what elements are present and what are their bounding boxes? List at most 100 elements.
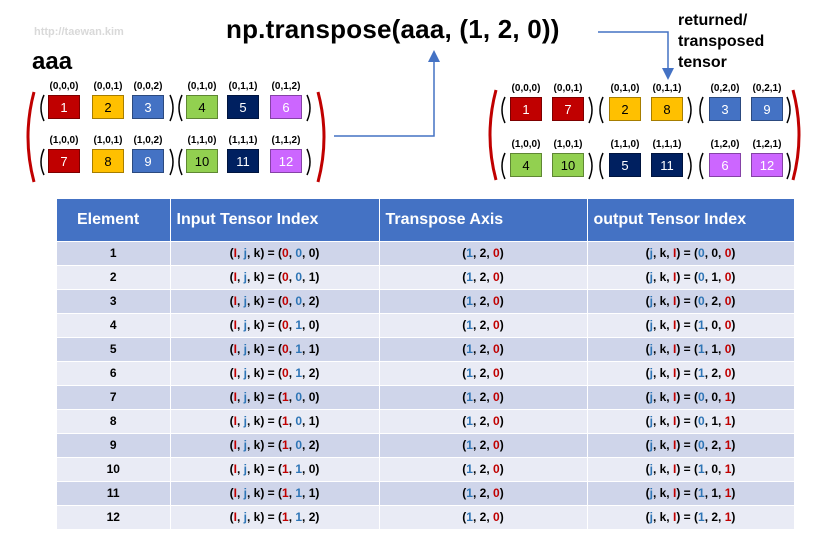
inner-bracket-right xyxy=(786,152,791,180)
index-variables: (j, k, I) xyxy=(645,294,681,308)
index-value: 0 xyxy=(295,270,303,284)
table-row: 6(I, j, k) = (0, 1, 2)(1, 2, 0)(j, k, I)… xyxy=(57,360,795,385)
inner-bracket-left xyxy=(501,152,506,180)
index-variables: (j, k, I) xyxy=(645,486,681,500)
index-value: 0 xyxy=(698,414,705,428)
index-values: (1, 1, 1) xyxy=(694,486,736,500)
index-value: 0 xyxy=(295,294,303,308)
input-index-cell: (I, j, k) = (0, 0, 2) xyxy=(170,288,380,313)
output-index-cell: (j, k, I) = (0, 0, 1) xyxy=(587,384,795,409)
index-value: 1 xyxy=(724,414,732,428)
index-value: 2 xyxy=(479,366,487,380)
tensor-cell-8: 8 xyxy=(651,97,683,121)
inner-bracket-right xyxy=(169,148,174,176)
input-index-cell: (I, j, k) = (1, 1, 1) xyxy=(170,480,380,505)
outer-bracket-left xyxy=(26,91,36,183)
output-label-line-3: tensor xyxy=(678,54,727,71)
input-index-cell: (I, j, k) = (0, 1, 0) xyxy=(170,312,380,337)
index-value: 1 xyxy=(711,414,719,428)
index-value: 1 xyxy=(295,486,303,500)
index-value: 0 xyxy=(295,414,303,428)
index-variables: (j, k, I) xyxy=(645,318,681,332)
transpose-axis-cell: (1, 2, 0) xyxy=(379,504,588,529)
header-input-index: Input Tensor Index xyxy=(170,199,380,241)
header-element: Element xyxy=(57,199,171,241)
table-row: 3(I, j, k) = (0, 0, 2)(1, 2, 0)(j, k, I)… xyxy=(57,288,795,313)
index-values: (0, 2, 1) xyxy=(694,438,736,452)
index-value: 0 xyxy=(493,414,500,428)
index-variables: (j, k, I) xyxy=(645,390,681,404)
index-value: 0 xyxy=(711,462,719,476)
transpose-axis-cell: (1, 2, 0) xyxy=(379,360,588,385)
transpose-axis-cell: (1, 2, 0) xyxy=(379,336,588,361)
output-label-line-1: returned/ xyxy=(678,12,748,29)
index-value: 2 xyxy=(711,366,719,380)
table-row: 9(I, j, k) = (1, 0, 2)(1, 2, 0)(j, k, I)… xyxy=(57,432,795,457)
index-value: 0 xyxy=(493,510,500,525)
input-index-cell: (I, j, k) = (0, 1, 2) xyxy=(170,360,380,385)
tensor-cell-8: 8 xyxy=(92,149,124,173)
inner-bracket-left xyxy=(501,96,506,124)
input-index-cell: (I, j, k) = (1, 0, 2) xyxy=(170,432,380,457)
index-values: (1, 2, 0) xyxy=(462,270,504,284)
index-value: 1 xyxy=(711,342,719,356)
index-values: (1, 2, 0) xyxy=(462,510,504,525)
element-cell: 12 xyxy=(57,504,171,529)
index-value: 1 xyxy=(466,486,473,500)
index-values: (1, 0, 0) xyxy=(694,318,736,332)
index-label: (0,0,0) xyxy=(511,83,541,94)
index-values: (1, 2, 0) xyxy=(462,462,504,476)
table-header-row: Element Input Tensor Index Transpose Axi… xyxy=(57,199,795,241)
index-variables: (j, k, I) xyxy=(645,342,681,356)
input-tensor-label: aaa xyxy=(32,48,73,75)
index-value: 1 xyxy=(724,462,732,476)
element-cell: 5 xyxy=(57,336,171,361)
tensor-cell-5: 5 xyxy=(609,153,641,177)
index-value: 0 xyxy=(282,342,289,356)
tensor-cell-11: 11 xyxy=(227,149,259,173)
index-value: 0 xyxy=(308,390,316,404)
index-value: 1 xyxy=(308,414,316,428)
index-variables: (I, j, k) xyxy=(229,486,265,500)
index-label: (0,0,1) xyxy=(93,81,123,92)
tensor-cell-5: 5 xyxy=(227,95,259,119)
output-tensor-label: returned/ transposed tensor xyxy=(678,10,764,73)
index-values: (1, 2, 0) xyxy=(462,390,504,404)
index-variables: (I, j, k) xyxy=(229,246,265,260)
inner-bracket-right xyxy=(306,94,311,122)
index-label: (1,1,0) xyxy=(610,139,640,150)
index-value: 0 xyxy=(308,462,316,476)
index-value: 0 xyxy=(295,246,303,260)
index-value: 0 xyxy=(493,486,500,500)
index-value: 2 xyxy=(479,510,487,525)
index-value: 1 xyxy=(282,462,289,476)
index-label: (1,1,2) xyxy=(271,135,301,146)
index-value: 0 xyxy=(493,294,500,308)
index-value: 0 xyxy=(711,318,719,332)
inner-bracket-left xyxy=(40,94,45,122)
index-value: 0 xyxy=(493,462,500,476)
index-value: 0 xyxy=(282,366,289,380)
output-index-cell: (j, k, I) = (1, 1, 1) xyxy=(587,480,795,505)
index-value: 1 xyxy=(282,414,289,428)
index-value: 1 xyxy=(466,294,473,308)
output-index-cell: (j, k, I) = (0, 1, 0) xyxy=(587,264,795,289)
index-value: 1 xyxy=(698,366,705,380)
index-values: (1, 2, 0) xyxy=(462,366,504,380)
index-value: 1 xyxy=(698,318,705,332)
tensor-cell-7: 7 xyxy=(48,149,80,173)
inner-bracket-right xyxy=(687,152,692,180)
element-cell: 1 xyxy=(57,240,171,265)
index-value: 1 xyxy=(282,486,289,500)
index-value: 1 xyxy=(466,414,473,428)
transpose-axis-cell: (1, 2, 0) xyxy=(379,288,588,313)
index-value: 1 xyxy=(295,510,303,525)
index-value: 2 xyxy=(479,246,487,260)
element-cell: 7 xyxy=(57,384,171,409)
index-value: 2 xyxy=(479,414,487,428)
index-value: 0 xyxy=(282,318,289,332)
index-value: 0 xyxy=(698,438,705,452)
index-value: 0 xyxy=(698,294,705,308)
index-values: (0, 0, 1) xyxy=(278,270,320,284)
output-index-cell: (j, k, I) = (1, 0, 0) xyxy=(587,312,795,337)
